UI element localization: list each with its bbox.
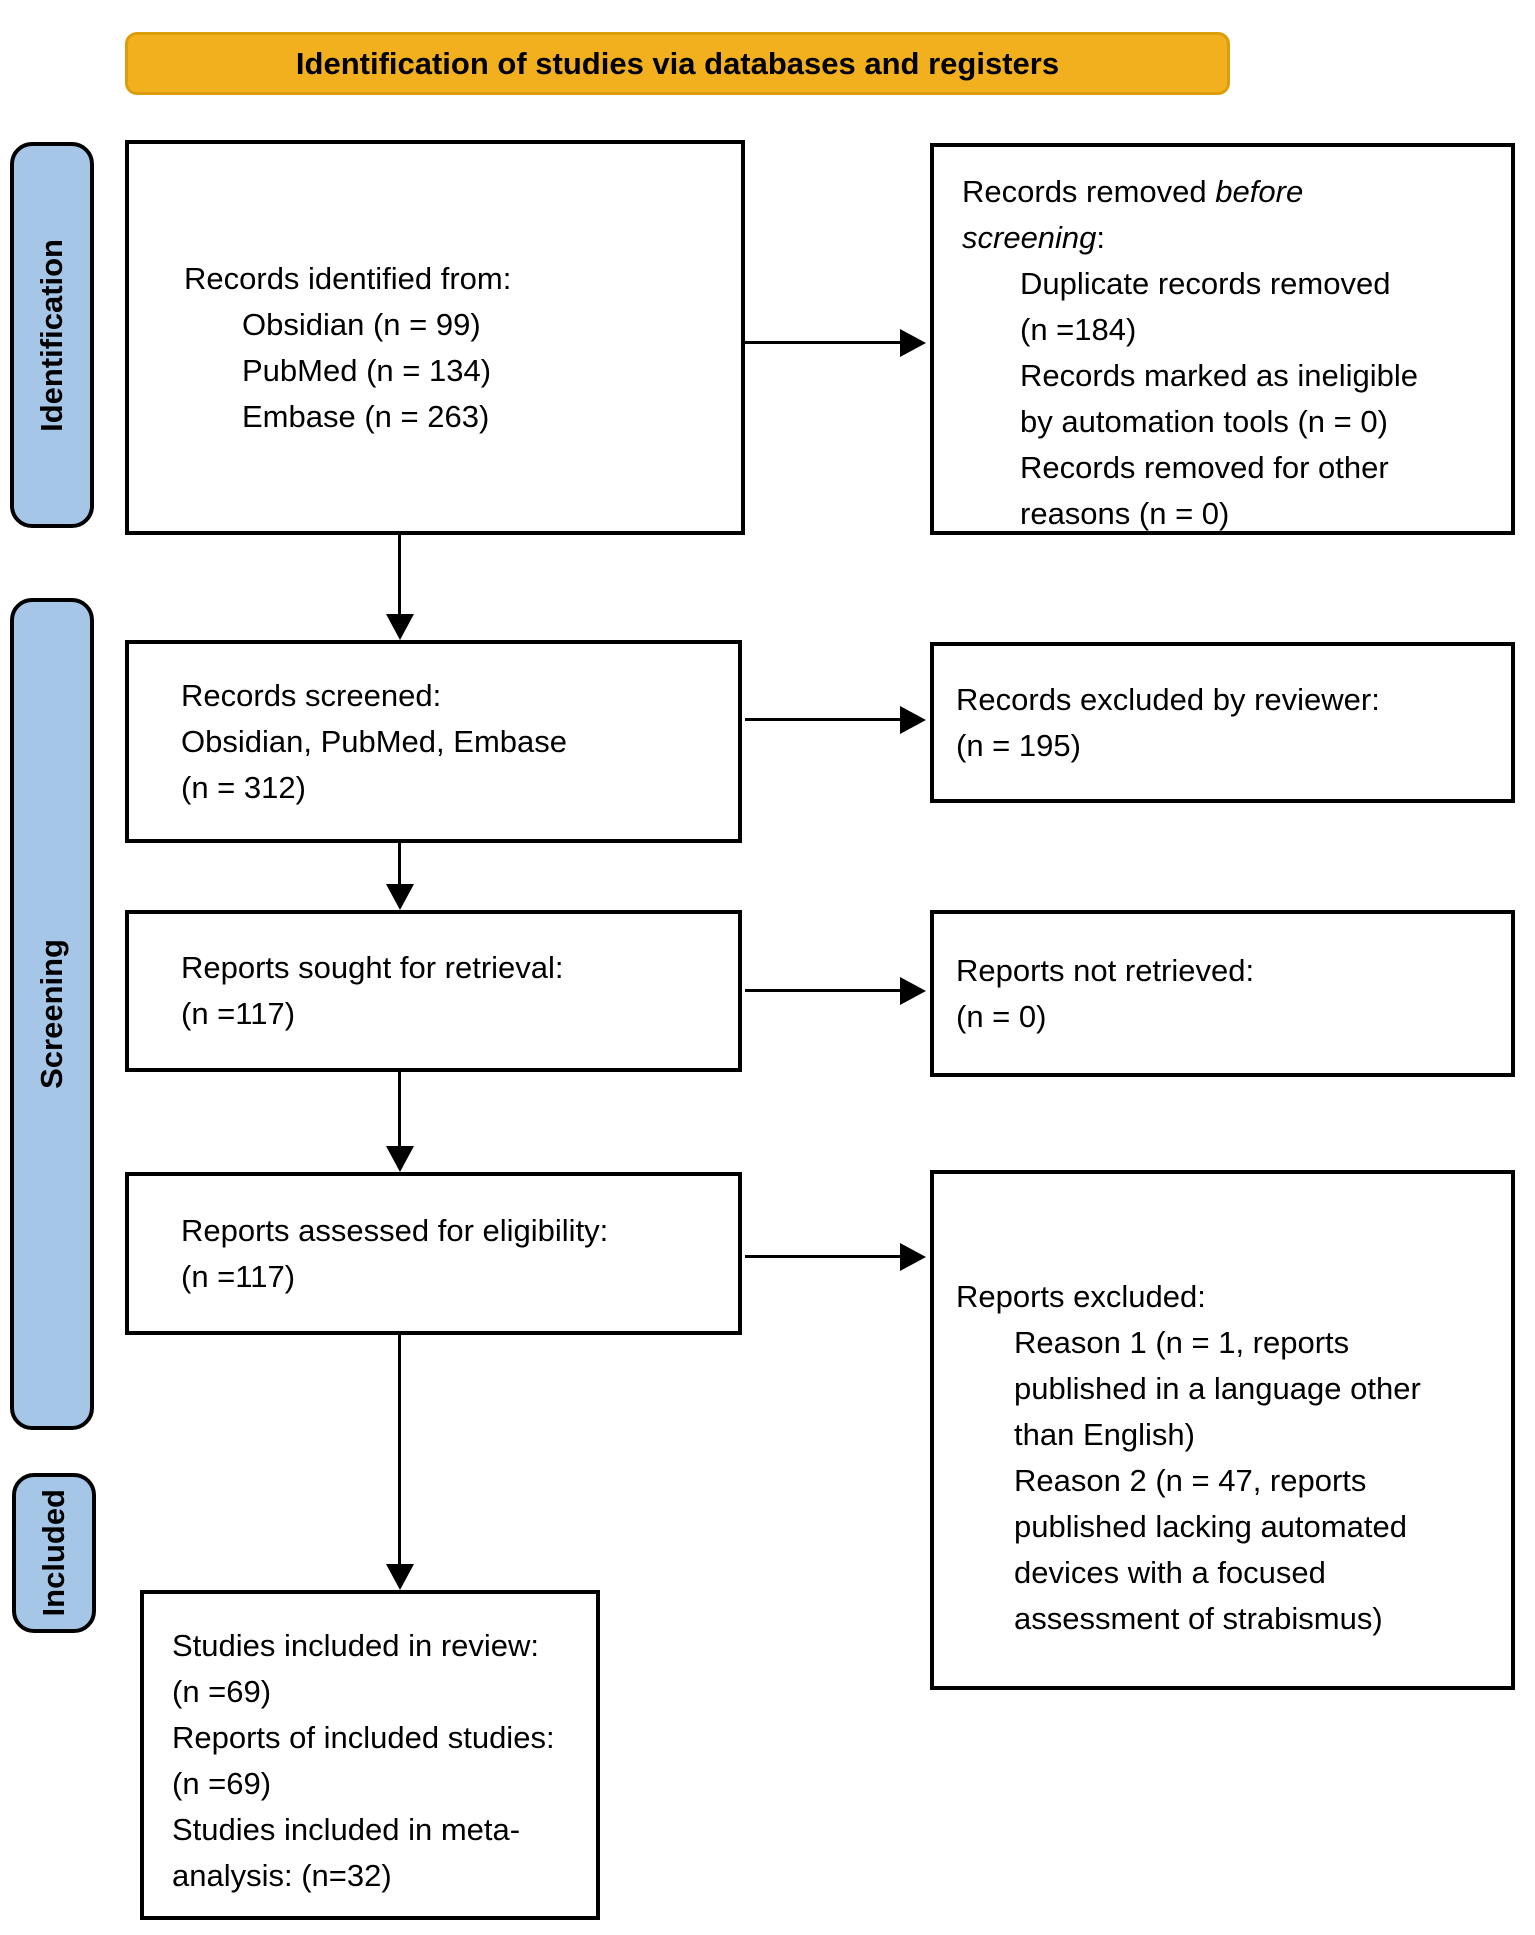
box-reports-not-retrieved: Reports not retrieved: (n = 0)	[930, 910, 1515, 1077]
arrow-head-icon	[386, 884, 414, 910]
text-line: than English)	[1014, 1417, 1195, 1452]
text-line: reasons (n = 0)	[1020, 496, 1230, 531]
arrow-line	[745, 341, 902, 344]
text-line: devices with a focused	[1014, 1555, 1326, 1590]
arrow-head-icon	[900, 706, 926, 734]
text-line: Studies included in review:	[172, 1628, 540, 1663]
text-line: Reports assessed for eligibility:	[181, 1212, 609, 1248]
box-reports-sought: Reports sought for retrieval: (n =117)	[125, 910, 742, 1072]
text-line: Records excluded by reviewer:	[956, 681, 1380, 717]
arrow-line	[398, 843, 401, 886]
arrow-head-icon	[386, 614, 414, 640]
text-line: (n =117)	[181, 1258, 296, 1294]
arrow-head-icon	[386, 1146, 414, 1172]
text-line: (n = 0)	[956, 998, 1047, 1034]
text-line: (n =69)	[172, 1674, 272, 1709]
stage-label-identification-text: Identification	[34, 238, 69, 432]
text-line: Studies included in meta-	[172, 1812, 521, 1847]
box-records-excluded-reviewer: Records excluded by reviewer: (n = 195)	[930, 642, 1515, 803]
stage-label-included: Included	[12, 1473, 96, 1633]
arrow-line	[398, 535, 401, 617]
arrow-line	[398, 1335, 401, 1566]
box-reports-assessed: Reports assessed for eligibility: (n =117…	[125, 1172, 742, 1335]
text-line: Reason 2 (n = 47, reports	[1014, 1463, 1367, 1498]
box-records-removed-before-screening: Records removed before screening: Duplicat…	[930, 143, 1515, 535]
text-line: analysis: (n=32)	[172, 1858, 392, 1893]
arrow-head-icon	[386, 1564, 414, 1590]
arrow-line	[745, 718, 902, 721]
text-line: Reports sought for retrieval:	[181, 950, 564, 985]
box-records-identified: Records identified from: Obsidian (n = 99…	[125, 140, 745, 535]
text-line: Reason 1 (n = 1, reports	[1014, 1325, 1350, 1360]
text-line: (n =117)	[181, 996, 296, 1031]
text-line: published lacking automated	[1014, 1509, 1407, 1544]
text-line: Records removed for other	[1020, 450, 1389, 485]
arrow-head-icon	[900, 329, 926, 357]
text-line: (n = 195)	[956, 727, 1081, 763]
text-line: Records screened:	[181, 677, 442, 713]
box-studies-included: Studies included in review: (n =69) Report…	[140, 1590, 600, 1920]
arrow-line	[398, 1072, 401, 1148]
text-line: published in a language other	[1014, 1371, 1421, 1406]
box-records-screened: Records screened: Obsidian, PubMed, Embas…	[125, 640, 742, 843]
text-line: PubMed (n = 134)	[242, 352, 492, 388]
text-line: Records identified from:	[184, 260, 512, 296]
arrow-head-icon	[900, 977, 926, 1005]
stage-label-included-text: Included	[36, 1489, 71, 1617]
box-reports-excluded: Reports excluded: Reason 1 (n = 1, report…	[930, 1170, 1515, 1690]
arrow-line	[745, 989, 902, 992]
text-line: screening:	[962, 220, 1106, 255]
text-line: Records marked as ineligible	[1020, 358, 1419, 393]
text-line: Obsidian (n = 99)	[242, 306, 481, 342]
text-line: (n = 312)	[181, 769, 306, 805]
text-line: Reports not retrieved:	[956, 952, 1255, 988]
text-line: Duplicate records removed	[1020, 266, 1391, 301]
arrow-head-icon	[900, 1243, 926, 1271]
text-line: Reports excluded:	[956, 1279, 1206, 1314]
stage-label-screening-text: Screening	[34, 939, 69, 1089]
text-line: Reports of included studies:	[172, 1720, 555, 1755]
stage-label-identification: Identification	[10, 142, 94, 528]
banner-identification-via-databases: Identification of studies via databases …	[125, 32, 1230, 95]
text-line: assessment of strabismus)	[1014, 1601, 1383, 1636]
stage-label-screening: Screening	[10, 598, 94, 1430]
text-line: by automation tools (n = 0)	[1020, 404, 1388, 439]
text-line: Obsidian, PubMed, Embase	[181, 723, 567, 759]
banner-title: Identification of studies via databases …	[295, 45, 1060, 81]
text-line: (n =184)	[1020, 312, 1137, 347]
arrow-line	[745, 1255, 902, 1258]
text-line: Embase (n = 263)	[242, 398, 490, 434]
text-line: Records removed before	[962, 174, 1304, 209]
text-line: (n =69)	[172, 1766, 272, 1801]
